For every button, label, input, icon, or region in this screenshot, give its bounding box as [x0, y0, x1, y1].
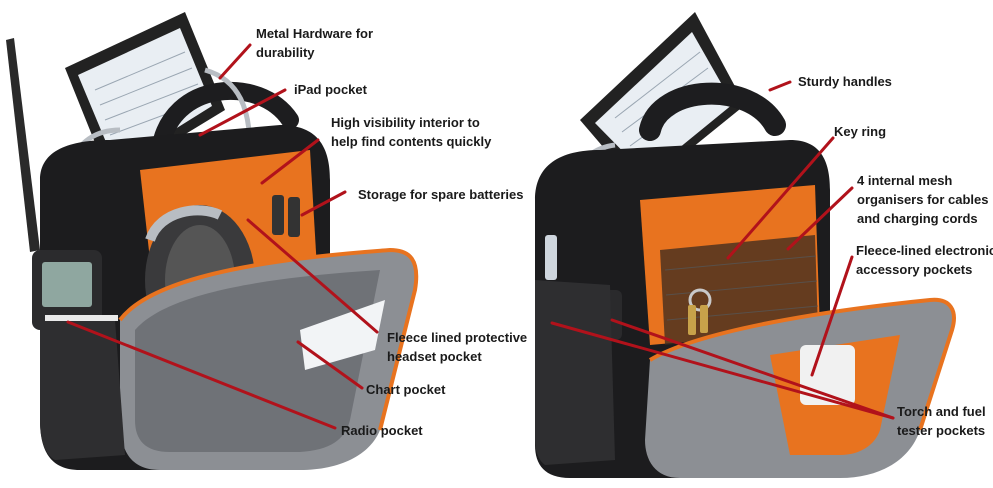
leader-line-torch-1: [550, 321, 895, 420]
callout-key-ring: Key ring: [834, 124, 887, 139]
leader-line-key-ring: [726, 136, 835, 260]
leader-line-torch-2: [610, 318, 895, 420]
callout-electronic-pockets: Fleece-lined electronic accessory pocket…: [856, 243, 993, 277]
callout-torch-pockets: Torch and fuel tester pockets: [897, 404, 986, 438]
leader-line-radio-pocket: [66, 320, 337, 430]
leader-line-electronic-pockets: [810, 255, 854, 377]
leader-line-high-visibility: [260, 138, 320, 185]
callout-ipad-pocket: iPad pocket: [294, 82, 367, 97]
leader-line-chart-pocket: [296, 340, 364, 390]
callout-headset-pocket: Fleece lined protective headset pocket: [387, 330, 528, 364]
left-mesh-pocket: [40, 320, 125, 460]
callout-chart-pocket: Chart pocket: [366, 382, 446, 397]
leader-line-metal-hardware: [218, 43, 252, 80]
leader-line-ipad-pocket: [198, 88, 287, 137]
chart-papers: [300, 300, 385, 370]
leader-line-sturdy-handles: [768, 80, 792, 92]
key-ring: [688, 288, 712, 335]
callout-sturdy-handles: Sturdy handles: [798, 74, 892, 89]
radio-antenna: [6, 38, 40, 252]
right-handle: [639, 82, 786, 141]
callout-spare-batteries: Storage for spare batteries: [358, 187, 524, 202]
leader-line-mesh-organisers: [786, 186, 854, 251]
fuel-tester: [545, 235, 557, 280]
leader-line-spare-batteries: [300, 190, 347, 217]
left-flight-bag: [6, 12, 419, 470]
callout-mesh-organisers: 4 internal mesh organisers for cables an…: [857, 173, 989, 226]
right-mesh-pocket: [535, 280, 615, 465]
left-handle: [151, 81, 299, 159]
callout-metal-hardware: Metal Hardware for durability: [256, 26, 374, 60]
mesh-organisers: [660, 235, 818, 345]
spare-batteries: [272, 195, 284, 235]
leader-line-headset-pocket: [246, 218, 379, 334]
callout-high-visibility: High visibility interior to help find co…: [331, 115, 492, 149]
leader-lines: [66, 43, 895, 430]
callout-radio-pocket: Radio pocket: [341, 423, 423, 438]
